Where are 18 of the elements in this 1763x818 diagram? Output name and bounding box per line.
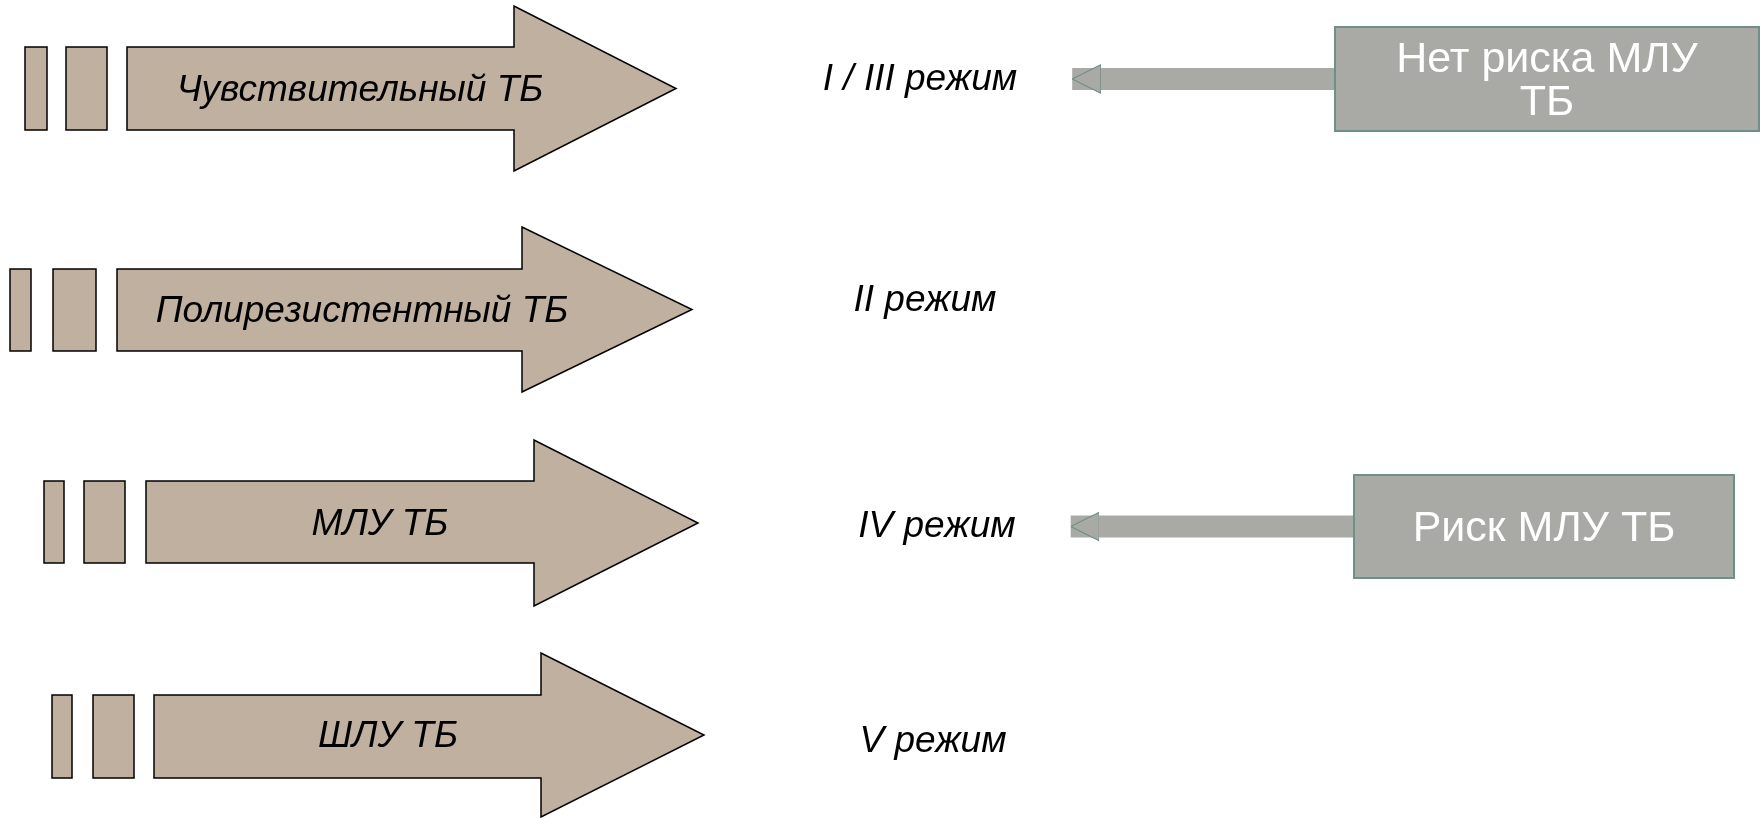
pointer-banner	[146, 440, 698, 606]
block-arrow-connector	[1071, 64, 1334, 94]
box-label: Нет риска МЛУ ТБ	[1395, 36, 1699, 122]
regime-label: V режим	[859, 719, 1007, 761]
arrow-label: Полирезистентный ТБ	[155, 288, 569, 331]
box-label: Риск МЛУ ТБ	[1411, 505, 1677, 548]
block-arrow-connector	[1070, 511, 1353, 542]
regime-label: II режим	[853, 278, 997, 320]
pointer-banner	[117, 227, 692, 392]
regime-label: IV режим	[858, 504, 1016, 546]
pointer-banner	[127, 6, 676, 171]
category-box	[1334, 26, 1760, 132]
arrow-label: Чувствительный ТБ	[176, 67, 544, 110]
arrow-label: МЛУ ТБ	[311, 502, 449, 544]
regime-label: I / III режим	[822, 57, 1018, 99]
pointer-banner	[154, 653, 704, 817]
arrow-label: ШЛУ ТБ	[318, 714, 458, 756]
category-box	[1353, 474, 1735, 579]
